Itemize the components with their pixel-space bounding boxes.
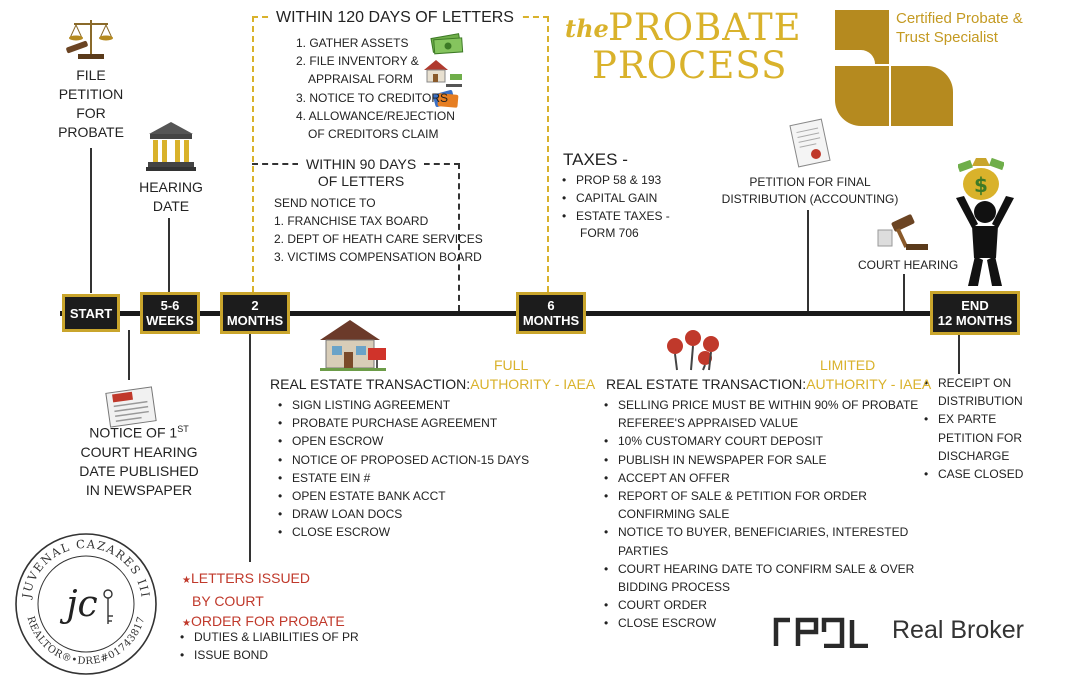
list-item: 3. NOTICE TO CREDITORS xyxy=(296,90,449,105)
list-item: DUTIES & LIABILITIES OF PR xyxy=(178,628,359,646)
certified-text-line2: Trust Specialist xyxy=(896,29,998,46)
title-process: PROCESS xyxy=(592,44,788,87)
full-authority-list: SIGN LISTING AGREEMENT PROBATE PURCHASE … xyxy=(276,396,529,542)
list-item: PROP 58 & 193 xyxy=(560,171,670,189)
list-item: 4. ALLOWANCE/REJECTION xyxy=(296,108,455,123)
full-authority-heading: REAL ESTATE TRANSACTION:AUTHORITY - IAEA xyxy=(270,376,596,392)
list-item: DRAW LOAN DOCS xyxy=(276,505,529,523)
list-item: ESTATE TAXES - xyxy=(560,207,670,225)
connector-hearing-date xyxy=(168,218,170,293)
money-icon xyxy=(430,33,464,55)
taxes-title: TAXES - xyxy=(563,150,628,169)
letters-list: DUTIES & LIABILITIES OF PR ISSUE BOND xyxy=(178,628,359,665)
newspaper-icon xyxy=(105,386,157,428)
list-item: CLOSE ESCROW xyxy=(602,614,918,632)
within-90-send: SEND NOTICE TO xyxy=(274,196,376,210)
auction-bids-icon xyxy=(667,330,719,371)
list-item: APPRAISAL FORM xyxy=(308,72,413,87)
list-item: CAPITAL GAIN xyxy=(560,189,670,207)
credit-cards-icon xyxy=(432,90,459,108)
within-120-title: WITHIN 120 DAYS OF LETTERS xyxy=(270,9,520,27)
list-item: 2. DEPT OF HEATH CARE SERVICES xyxy=(274,232,483,247)
list-item: 3. VICTIMS COMPENSATION BOARD xyxy=(274,250,482,265)
certified-logo-mark xyxy=(835,10,953,126)
title-the: the xyxy=(565,14,609,43)
list-item: PROBATE PURCHASE AGREEMENT xyxy=(276,414,529,432)
within-90-list: 1. FRANCHISE TAX BOARD 2. DEPT OF HEATH … xyxy=(274,212,483,267)
list-item: CASE CLOSED xyxy=(922,465,1023,483)
legal-document-icon xyxy=(789,118,831,168)
list-item: COURT ORDER xyxy=(602,596,918,614)
full-authority-word: FULL xyxy=(494,357,529,373)
title-probate: PROBATE xyxy=(608,6,802,49)
limited-authority-list: SELLING PRICE MUST BE WITHIN 90% OF PROB… xyxy=(602,396,918,633)
list-item: COURT HEARING DATE TO CONFIRM SALE & OVE… xyxy=(602,560,918,596)
list-item: PUBLISH IN NEWSPAPER FOR SALE xyxy=(602,451,918,469)
list-item: OF CREDITORS CLAIM xyxy=(308,127,439,142)
list-item: 10% CUSTOMARY COURT DEPOSIT xyxy=(602,432,918,450)
list-item: NOTICE OF PROPOSED ACTION-15 DAYS xyxy=(276,451,529,469)
list-item: 1. GATHER ASSETS xyxy=(296,36,409,50)
real-broker-text: Real Broker xyxy=(892,616,1024,644)
list-item: SIGN LISTING AGREEMENT xyxy=(276,396,529,414)
gavel-icon xyxy=(877,214,928,250)
list-item: OPEN ESTATE BANK ACCT xyxy=(276,487,529,505)
taxes-list: PROP 58 & 193 CAPITAL GAIN ESTATE TAXES … xyxy=(560,171,670,226)
milestone-start: START xyxy=(62,294,120,332)
limited-authority-heading: REAL ESTATE TRANSACTION:AUTHORITY - IAEA xyxy=(606,376,932,392)
list-item: ISSUE BOND xyxy=(178,646,359,664)
list-item: 1. FRANCHISE TAX BOARD xyxy=(274,214,429,228)
list-item: 2. FILE INVENTORY & xyxy=(296,54,419,69)
connector-letters xyxy=(249,330,251,562)
scales-of-justice-icon xyxy=(66,20,113,59)
list-item: CLOSE ESCROW xyxy=(276,523,529,541)
connector-notice xyxy=(128,330,130,380)
notice-hearing-label: NOTICE OF 1ST COURT HEARING DATE PUBLISH… xyxy=(79,424,199,498)
within-120-list: 1. GATHER ASSETS 2. FILE INVENTORY & APP… xyxy=(296,34,455,143)
svg-text:jc: jc xyxy=(59,584,97,625)
house-for-sale-icon xyxy=(320,320,386,371)
connector-petition-final xyxy=(807,210,809,311)
connector-file-petition xyxy=(90,148,92,293)
list-item: REPORT OF SALE & PETITION FOR ORDERCONFI… xyxy=(602,487,918,523)
connector-court-hearing xyxy=(903,274,905,311)
connector-end xyxy=(958,334,960,374)
house-scale-icon xyxy=(424,60,462,87)
list-item: SELLING PRICE MUST BE WITHIN 90% OF PROB… xyxy=(602,396,918,432)
letters-issued-label: ★LETTERS ISSUED BY COURT ★ORDER FOR PROB… xyxy=(182,570,345,629)
taxes-extra: FORM 706 xyxy=(580,226,639,240)
list-item: OPEN ESCROW xyxy=(276,432,529,450)
limited-authority-word: LIMITED xyxy=(820,357,876,373)
money-bag-icon: $ xyxy=(958,157,1004,200)
list-item: NOTICE TO BUYER, BENEFICIARIES, INTEREST… xyxy=(602,523,918,559)
real-broker-mark xyxy=(773,617,868,648)
realtor-seal: JUVENAL CAZARES III REALTOR®•DRE#0174381… xyxy=(15,533,157,675)
svg-text:$: $ xyxy=(974,173,988,197)
celebrating-person-icon xyxy=(956,196,1014,286)
list-item: ACCEPT AN OFFER xyxy=(602,469,918,487)
courthouse-icon xyxy=(146,122,196,171)
certified-text-line1: Certified Probate & xyxy=(896,10,1023,27)
list-item: ESTATE EIN # xyxy=(276,469,529,487)
court-hearing-label: COURT HEARING xyxy=(858,258,959,272)
